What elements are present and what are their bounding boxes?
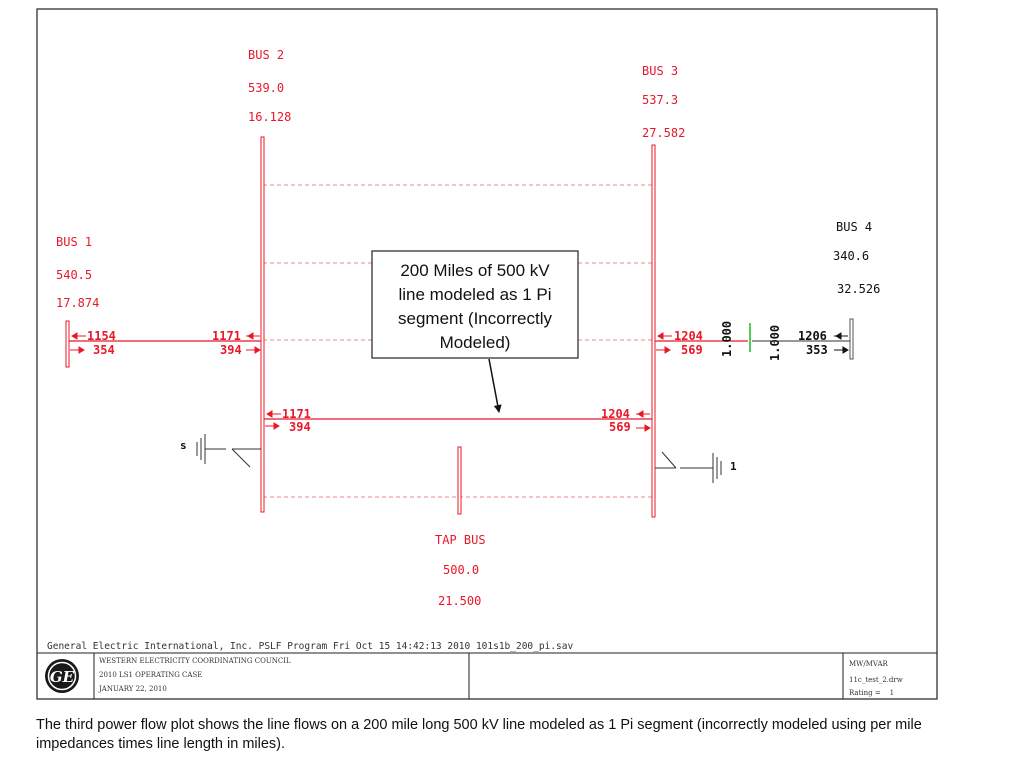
flow-arrows: [70, 332, 672, 432]
bus3-labels: BUS 3 537.3 27.582: [642, 64, 685, 140]
bus2-angle: 16.128: [248, 110, 291, 124]
xfmr-tap-2: 1.000: [768, 325, 782, 361]
callout-line-2: line modeled as 1 Pi: [398, 285, 551, 304]
generator-bus3: [655, 451, 722, 483]
title-block: [37, 652, 937, 699]
drawing-name: 11c_test_2.drw: [849, 676, 903, 684]
bus4-angle: 32.526: [837, 282, 880, 296]
bus1-bar: [65, 320, 70, 368]
tap-bus-bar: [457, 446, 462, 515]
generator-bus2-label: s: [180, 439, 187, 452]
bus4-bar: [849, 318, 854, 360]
bus3-bar: [651, 144, 656, 518]
branch-lines: [69, 340, 748, 420]
xfmr-tap-1: 1.000: [720, 321, 734, 357]
callout-box: [371, 250, 579, 359]
case-name: 2010 LS1 OPERATING CASE: [99, 671, 202, 679]
flow-values-black: 1206 353: [798, 329, 828, 357]
bus4-name: BUS 4: [836, 220, 872, 234]
flow-b2-mw: 1171: [212, 329, 241, 343]
flow-b4-mw: 1206: [798, 329, 827, 343]
flow-b3-mw: 1204: [674, 329, 703, 343]
bus4-voltage: 340.6: [833, 249, 869, 263]
flow-pi-mw-from: 1171: [282, 407, 311, 421]
flow-values-red: 1154 354 1171 394 1171 394 1204 569 1204…: [87, 329, 703, 434]
units-label: MW/MVAR: [849, 660, 889, 668]
council-name: WESTERN ELECTRICITY COORDINATING COUNCIL: [99, 657, 291, 665]
bus3-name: BUS 3: [642, 64, 678, 78]
flow-b1-mw: 1154: [87, 329, 116, 343]
bus2-labels: BUS 2 539.0 16.128: [248, 48, 291, 124]
generator-bus3-label: 1: [730, 460, 737, 473]
ge-logo: GE: [45, 659, 79, 693]
callout-line-3: segment (Incorrectly: [398, 309, 552, 328]
dashed-lines: [263, 184, 653, 498]
bus2-voltage: 539.0: [248, 81, 284, 95]
flow-pi-mvar-from: 394: [289, 420, 311, 434]
flow-b3-mvar: 569: [681, 343, 703, 357]
drawing-frame: [36, 8, 938, 700]
program-line: General Electric International, Inc. PSL…: [47, 641, 573, 652]
bus4-flow-arrows: [834, 332, 849, 354]
tap-bus-labels: TAP BUS 500.0 21.500: [435, 533, 486, 608]
slide-caption: The third power flow plot shows the line…: [36, 717, 922, 752]
flow-b1-mvar: 354: [93, 343, 115, 357]
bus2-name: BUS 2: [248, 48, 284, 62]
bus4-labels: BUS 4 340.6 32.526: [833, 220, 880, 296]
bus1-name: BUS 1: [56, 235, 92, 249]
generator-bus2: [196, 434, 261, 468]
flow-pi-mw-to: 1204: [601, 407, 630, 421]
bus-bars: [65, 136, 656, 518]
tap-bus-name: TAP BUS: [435, 533, 486, 547]
flow-b4-mvar: 353: [806, 343, 828, 357]
rating-label: Rating = 1: [849, 689, 894, 697]
callout-line-4: Modeled): [440, 333, 511, 352]
case-date: JANUARY 22, 2010: [98, 685, 167, 693]
bus1-voltage: 540.5: [56, 268, 92, 282]
tap-bus-angle: 21.500: [438, 594, 481, 608]
title-block-text: WESTERN ELECTRICITY COORDINATING COUNCIL…: [98, 657, 903, 697]
bus1-labels: BUS 1 540.5 17.874: [56, 235, 99, 310]
callout-line-1: 200 Miles of 500 kV: [400, 261, 550, 280]
bus3-voltage: 537.3: [642, 93, 678, 107]
bus2-bar: [260, 136, 265, 513]
tap-bus-voltage: 500.0: [443, 563, 479, 577]
flow-b2-mvar: 394: [220, 343, 242, 357]
callout-arrow: [488, 358, 502, 413]
bus3-angle: 27.582: [642, 126, 685, 140]
bus1-angle: 17.874: [56, 296, 99, 310]
callout-text: 200 Miles of 500 kV line modeled as 1 Pi…: [398, 261, 552, 352]
ge-logo-text: GE: [50, 668, 75, 686]
flow-pi-mvar-to: 569: [609, 420, 631, 434]
